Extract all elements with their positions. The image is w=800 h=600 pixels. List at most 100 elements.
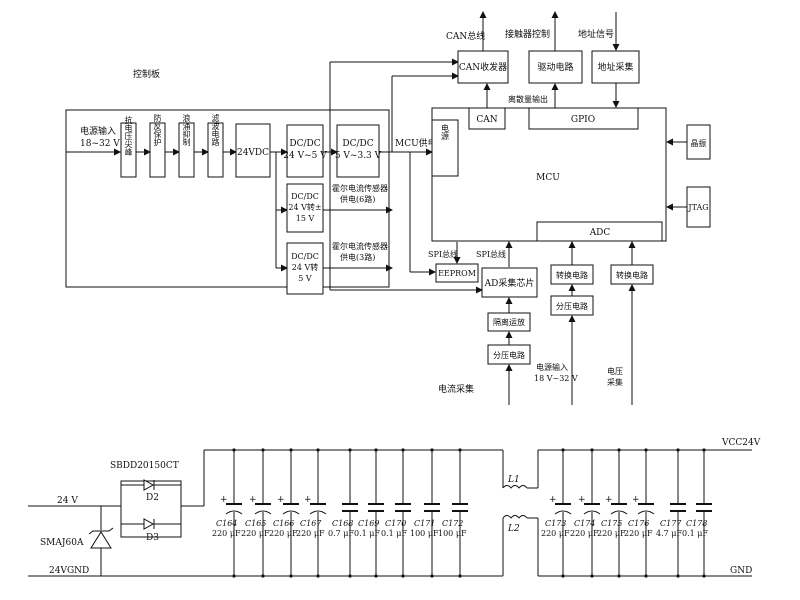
junction-dot xyxy=(702,448,706,452)
v24-block xyxy=(235,123,271,178)
capacitor-value: 100 μF xyxy=(410,529,439,538)
l2-label: L2 xyxy=(507,524,520,534)
inrush-block xyxy=(178,122,195,178)
capacitor-name: C167 xyxy=(300,519,322,528)
junction-dot xyxy=(458,448,462,452)
l1-label: L1 xyxy=(507,475,520,485)
capacitor-value: 220 μF xyxy=(624,529,653,538)
filter-label: 滤波电路 xyxy=(211,113,220,146)
tvs-part-label: SMAJ60A xyxy=(40,538,84,548)
can-bus-label: CAN总线 xyxy=(446,30,485,42)
capacitor-value: 0.7 μF xyxy=(328,529,354,538)
capacitor-name: C172 xyxy=(442,519,463,528)
board-label: 控制板 xyxy=(133,68,160,80)
diode-d2-icon xyxy=(143,479,155,491)
polarity-plus-icon: + xyxy=(277,495,285,505)
diode-d3-icon xyxy=(143,518,155,530)
junction-dot xyxy=(617,574,621,578)
capacitor-value: 4.7 μF xyxy=(656,529,682,538)
input-net-label: 24 V xyxy=(57,496,78,506)
junction-dot xyxy=(348,574,352,578)
vcc-out-label: VCC24V xyxy=(721,438,761,448)
power-range2-label: 18 V~32 V xyxy=(534,374,578,383)
junction-dot xyxy=(590,574,594,578)
capacitor-name: C175 xyxy=(601,519,622,528)
dcdc-5-3v3-block xyxy=(336,124,380,178)
polarity-plus-icon: + xyxy=(578,495,586,505)
capacitor-value: 0.1 μF xyxy=(354,529,380,538)
dual-diode-outline xyxy=(120,480,182,538)
capacitor-value: 220 μF xyxy=(269,529,298,538)
junction-dot xyxy=(430,574,434,578)
capacitor-value: 220 μF xyxy=(241,529,270,538)
polarity-plus-icon: + xyxy=(249,495,257,505)
volt-acq-label-1: 电压 xyxy=(607,366,623,376)
polarity-plus-icon: + xyxy=(605,495,613,505)
gpio-block xyxy=(528,107,639,130)
gnd-out-label: GND xyxy=(730,566,752,576)
junction-dot xyxy=(401,448,405,452)
capacitor-plate-curved xyxy=(225,510,243,515)
adc-block xyxy=(536,221,663,242)
block-diagram: 控制板 电源输入 18~32 V 抗电压尖峰 防反保护 浪涌抑制 滤波电路 24… xyxy=(65,11,711,405)
capacitor-plate-curved xyxy=(583,510,601,515)
hall3-label-1: 霍尔电流传感器 xyxy=(332,241,388,251)
capacitor-value: 220 μF xyxy=(597,529,626,538)
gnd-in-label: 24VGND xyxy=(49,566,89,576)
adc-label: ADC xyxy=(589,228,611,238)
capacitor-name: C168 xyxy=(332,519,353,528)
reverse-protect-label: 防反保护 xyxy=(153,113,162,147)
v24-label: 24VDC xyxy=(237,148,269,158)
junction-dot xyxy=(702,574,706,578)
capacitor-value: 220 μF xyxy=(296,529,325,538)
tvs-diode-icon xyxy=(90,531,112,549)
capacitor-plate-curved xyxy=(554,510,572,515)
dcdc-5-3v3-label-1: DC/DC xyxy=(342,139,373,149)
junction-dot xyxy=(644,574,648,578)
capacitor-name: C177 xyxy=(660,519,682,528)
junction-dot xyxy=(676,448,680,452)
capacitor-name: C164 xyxy=(216,519,237,528)
capacitor-name: C173 xyxy=(545,519,566,528)
junction-dot xyxy=(374,574,378,578)
dcdc-24-5-block xyxy=(286,124,324,178)
dcdc-24-5b-label-1: DC/DC xyxy=(291,252,319,261)
dcdc-24-15-label-3: 15 V xyxy=(296,214,315,223)
junction-dot xyxy=(348,448,352,452)
eeprom-label: EEPROM xyxy=(438,269,476,278)
dcdc-24-5b-block xyxy=(286,242,324,295)
spi1-label: SPI总线 xyxy=(428,249,458,259)
crystal-label: 晶振 xyxy=(691,138,707,148)
power-range-label: 18~32 V xyxy=(80,139,120,149)
d2-label: D2 xyxy=(146,493,159,503)
polarity-plus-icon: + xyxy=(549,495,557,505)
can-label: CAN xyxy=(476,115,497,125)
junction-dot xyxy=(430,448,434,452)
hall6-label-1: 霍尔电流传感器 xyxy=(332,183,388,193)
capacitor-name: C165 xyxy=(245,519,266,528)
jtag-label: JTAG xyxy=(687,203,708,212)
dcdc-5-3v3-label-2: 5 V~3.3 V xyxy=(335,151,382,161)
spi2-label: SPI总线 xyxy=(476,249,506,259)
capacitor-name: C169 xyxy=(358,519,379,528)
junction-dot xyxy=(676,574,680,578)
control-board-outline xyxy=(65,109,390,288)
power-input-label: 电源输入 xyxy=(80,125,116,137)
current-acq-label: 电流采集 xyxy=(438,383,474,395)
can-transceiver-label: CAN收发器 xyxy=(459,61,507,73)
junction-dot xyxy=(289,574,293,578)
junction-dot xyxy=(590,448,594,452)
junction-dot xyxy=(374,448,378,452)
junction-dot xyxy=(561,574,565,578)
hall3-label-2: 供电(3路) xyxy=(340,252,375,262)
capacitor-plate-curved xyxy=(282,510,300,515)
inductor-l2-icon xyxy=(502,515,528,519)
